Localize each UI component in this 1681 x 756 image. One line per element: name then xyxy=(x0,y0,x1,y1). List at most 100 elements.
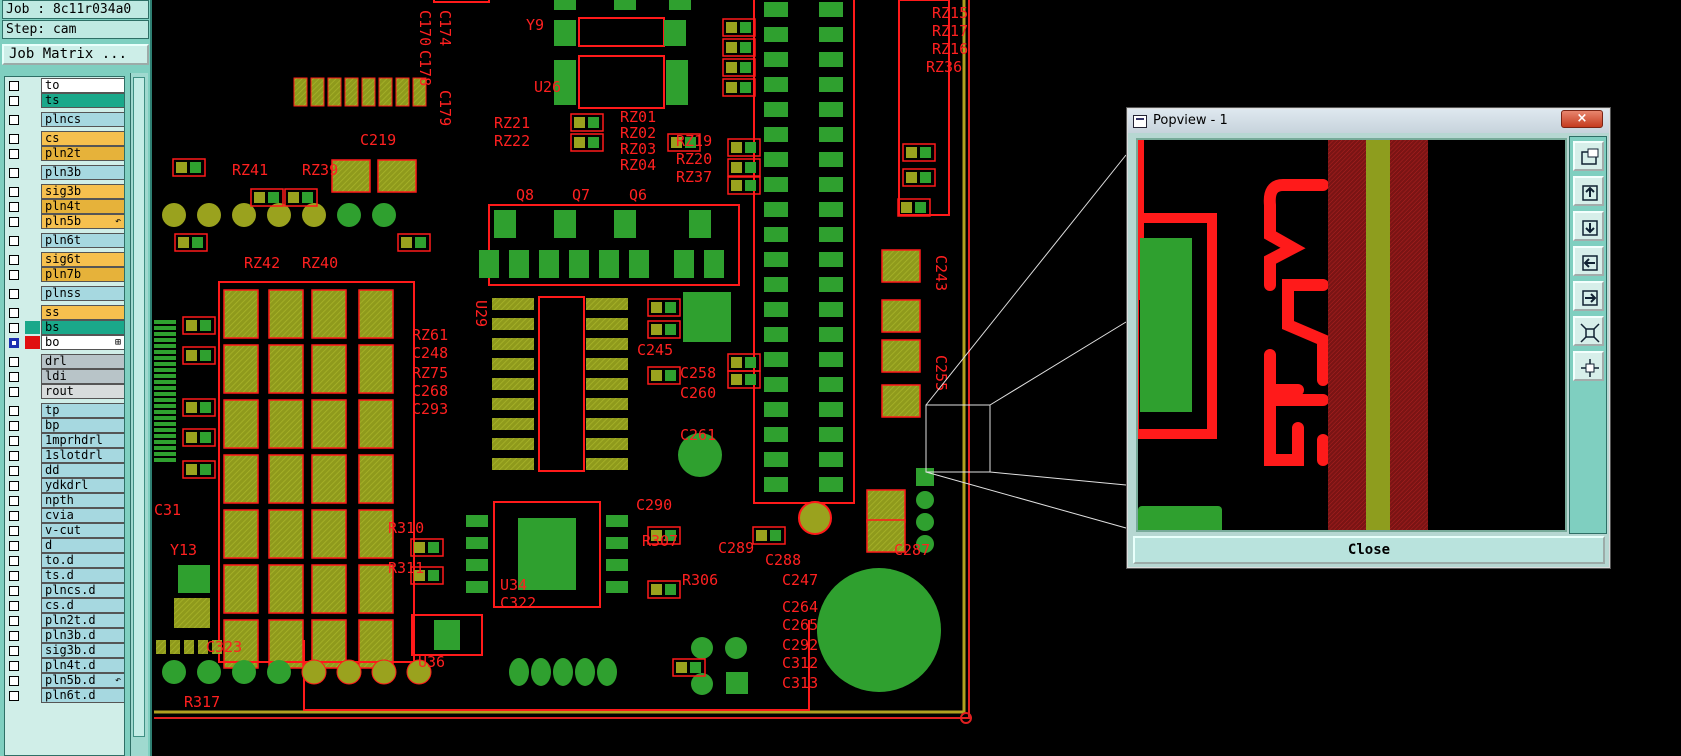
layer-row-bp[interactable]: bp xyxy=(5,418,124,433)
layer-row-bs[interactable]: bs xyxy=(5,320,124,335)
layer-checkbox[interactable] xyxy=(9,149,19,159)
layer-row-cvia[interactable]: cvia xyxy=(5,508,124,523)
layer-name[interactable]: bs xyxy=(41,320,124,335)
layer-row-pln3b-d[interactable]: pln3b.d xyxy=(5,628,124,643)
layer-row-pln3b[interactable]: pln3b xyxy=(5,165,124,180)
layer-row-1slotdrl[interactable]: 1slotdrl xyxy=(5,448,124,463)
layer-name[interactable]: ldi xyxy=(41,369,124,384)
layer-row-pln7b[interactable]: pln7b xyxy=(5,267,124,282)
layer-name[interactable]: pln2t.d xyxy=(41,613,124,628)
layer-name[interactable]: pln3b.d xyxy=(41,628,124,643)
layer-name[interactable]: 1slotdrl xyxy=(41,448,124,463)
layer-name[interactable]: pln6t.d xyxy=(41,688,124,703)
layer-checkbox[interactable] xyxy=(9,646,19,656)
layer-checkbox[interactable] xyxy=(9,586,19,596)
layer-row-plnss[interactable]: plnss xyxy=(5,286,124,301)
layer-name[interactable]: drl xyxy=(41,354,124,369)
layer-row-ss[interactable]: ss xyxy=(5,305,124,320)
layer-checkbox[interactable] xyxy=(9,631,19,641)
layer-name[interactable]: ts xyxy=(41,93,124,108)
layer-name[interactable]: ts.d xyxy=(41,568,124,583)
layer-name[interactable]: ss xyxy=(41,305,124,320)
layer-checkbox[interactable] xyxy=(9,217,19,227)
layer-name[interactable]: 1mprhdrl xyxy=(41,433,124,448)
layer-checkbox[interactable] xyxy=(9,372,19,382)
layer-list-scrollbar[interactable] xyxy=(130,73,148,756)
layer-row-pln2t[interactable]: pln2t xyxy=(5,146,124,161)
layer-checkbox[interactable] xyxy=(9,436,19,446)
layer-name[interactable]: cvia xyxy=(41,508,124,523)
layer-row-npth[interactable]: npth xyxy=(5,493,124,508)
layer-row-to-d[interactable]: to.d xyxy=(5,553,124,568)
zoom-down-icon[interactable] xyxy=(1573,211,1604,241)
layer-row-pln2t-d[interactable]: pln2t.d xyxy=(5,613,124,628)
layer-name[interactable]: pln5b↶ xyxy=(41,214,124,229)
layer-checkbox[interactable] xyxy=(9,676,19,686)
layer-checkbox[interactable] xyxy=(9,387,19,397)
layer-checkbox[interactable] xyxy=(9,481,19,491)
layer-checkbox[interactable] xyxy=(9,511,19,521)
layer-row-cs[interactable]: cs xyxy=(5,131,124,146)
layer-name[interactable]: ydkdrl xyxy=(41,478,124,493)
layer-checkbox[interactable] xyxy=(9,421,19,431)
layer-checkbox[interactable] xyxy=(9,187,19,197)
layer-row-cs-d[interactable]: cs.d xyxy=(5,598,124,613)
layer-name[interactable]: pln3b xyxy=(41,165,124,180)
layer-name[interactable]: dd xyxy=(41,463,124,478)
layer-name[interactable]: bp xyxy=(41,418,124,433)
layer-checkbox[interactable] xyxy=(9,115,19,125)
layer-name[interactable]: to xyxy=(41,78,124,93)
layer-name[interactable]: sig3b xyxy=(41,184,124,199)
layer-name[interactable]: rout xyxy=(41,384,124,399)
zoom-in-icon[interactable] xyxy=(1573,316,1604,346)
layer-name[interactable]: plncs.d xyxy=(41,583,124,598)
close-icon[interactable]: × xyxy=(1561,110,1603,128)
pan-left-icon[interactable] xyxy=(1573,246,1604,276)
layer-checkbox[interactable] xyxy=(9,541,19,551)
layer-name[interactable]: v-cut xyxy=(41,523,124,538)
layer-row-bo[interactable]: bo⊞ xyxy=(5,335,124,350)
layer-row-pln5b-d[interactable]: pln5b.d↶ xyxy=(5,673,124,688)
layer-checkbox[interactable] xyxy=(9,571,19,581)
layer-name[interactable]: cs.d xyxy=(41,598,124,613)
layer-checkbox[interactable] xyxy=(9,134,19,144)
layer-checkbox[interactable] xyxy=(9,255,19,265)
layer-name[interactable]: pln4t.d xyxy=(41,658,124,673)
layer-row-tp[interactable]: tp xyxy=(5,403,124,418)
close-button[interactable]: Close xyxy=(1133,536,1605,564)
job-matrix-button[interactable]: Job Matrix ... xyxy=(2,44,149,65)
layer-checkbox[interactable] xyxy=(9,270,19,280)
layer-name[interactable]: plnss xyxy=(41,286,124,301)
layer-name[interactable]: cs xyxy=(41,131,124,146)
layer-name[interactable]: pln6t xyxy=(41,233,124,248)
popview-titlebar[interactable]: Popview - 1 × xyxy=(1128,109,1609,133)
layer-checkbox[interactable] xyxy=(9,289,19,299)
zoom-up-icon[interactable] xyxy=(1573,176,1604,206)
layer-checkbox[interactable] xyxy=(9,616,19,626)
layer-checkbox[interactable] xyxy=(9,338,19,348)
layer-name[interactable]: pln7b xyxy=(41,267,124,282)
layer-checkbox[interactable] xyxy=(9,466,19,476)
layer-checkbox[interactable] xyxy=(9,556,19,566)
layer-row-sig3b[interactable]: sig3b xyxy=(5,184,124,199)
layer-row-plncs[interactable]: plncs xyxy=(5,112,124,127)
layer-name[interactable]: pln5b.d↶ xyxy=(41,673,124,688)
layer-row-d[interactable]: d xyxy=(5,538,124,553)
layer-checkbox[interactable] xyxy=(9,601,19,611)
layer-row-ts[interactable]: ts xyxy=(5,93,124,108)
layer-checkbox[interactable] xyxy=(9,691,19,701)
layer-row-pln6t[interactable]: pln6t xyxy=(5,233,124,248)
layer-row-pln5b[interactable]: pln5b↶ xyxy=(5,214,124,229)
layer-checkbox[interactable] xyxy=(9,496,19,506)
layer-row-rout[interactable]: rout xyxy=(5,384,124,399)
layer-checkbox[interactable] xyxy=(9,96,19,106)
layer-name[interactable]: bo⊞ xyxy=(41,335,124,350)
layer-row-dd[interactable]: dd xyxy=(5,463,124,478)
layer-checkbox[interactable] xyxy=(9,661,19,671)
zoom-out-icon[interactable] xyxy=(1573,351,1604,381)
popview-zoom-view[interactable] xyxy=(1136,138,1567,532)
layer-checkbox[interactable] xyxy=(9,168,19,178)
layer-name[interactable]: d xyxy=(41,538,124,553)
fit-view-icon[interactable] xyxy=(1573,141,1604,171)
